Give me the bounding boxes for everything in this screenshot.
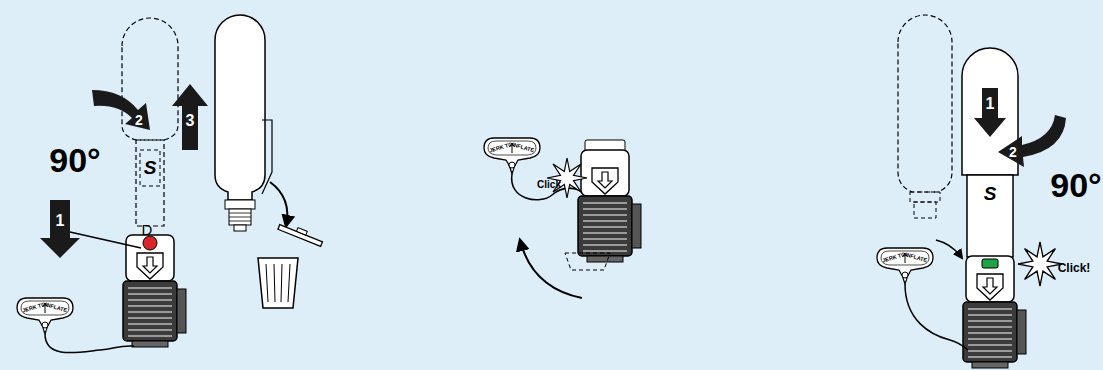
rotate-arrow	[92, 90, 150, 130]
pull-arrow	[520, 240, 582, 298]
lanyard	[905, 284, 968, 350]
trash-can	[258, 258, 298, 308]
handle-text: INFLATE	[44, 302, 67, 314]
step-arrow-up	[172, 84, 208, 150]
red-indicator	[143, 236, 157, 250]
step-number: 2	[135, 113, 143, 127]
cylinder-neck-outline	[136, 140, 164, 226]
handle-text: INFLATE	[511, 142, 534, 154]
cylinder-thread	[229, 209, 251, 225]
angle-label: 90°	[1050, 168, 1101, 202]
click-burst	[547, 158, 587, 198]
discard-arrow	[270, 182, 287, 226]
click-burst	[1018, 242, 1062, 286]
handle-text: JERK TO	[22, 302, 46, 314]
lever-outline	[565, 253, 610, 270]
brand-logo: S	[144, 158, 157, 177]
handle-text: JERK TO	[489, 142, 513, 154]
lanyard	[45, 334, 134, 353]
trash-lid	[278, 221, 324, 247]
logo-frame	[140, 150, 160, 186]
thread-outline	[914, 202, 936, 218]
pointer-arrow	[936, 240, 962, 258]
inflator	[963, 256, 1026, 368]
step-number: 1	[56, 213, 65, 229]
angle-label: 90°	[49, 143, 100, 177]
pull-handle	[484, 138, 540, 174]
leader-line	[70, 232, 141, 248]
step-number: 1	[986, 96, 995, 112]
brand-logo: S	[984, 184, 997, 203]
step-arrow-down	[974, 88, 1006, 137]
step-arrow-down	[40, 200, 80, 258]
lid-plate	[278, 225, 323, 247]
thread-lines	[229, 213, 251, 221]
inflator	[123, 235, 186, 347]
step-number: 2	[1009, 145, 1017, 159]
cylinder-housing	[967, 175, 1013, 257]
new-cylinder-outline	[898, 15, 952, 192]
installed-cylinder	[962, 48, 1018, 175]
pull-handle	[877, 248, 933, 284]
handle-text: INFLATE	[904, 252, 927, 264]
click-label: Click	[537, 180, 561, 190]
step-number: 3	[186, 113, 195, 129]
pull-handle	[17, 298, 73, 334]
collar-outline	[910, 192, 940, 202]
part-letter: D	[142, 222, 153, 237]
click-label: Click!	[1058, 262, 1091, 274]
inflator	[578, 150, 641, 262]
cylinder-nozzle	[234, 225, 246, 231]
cylinder-collar	[225, 200, 255, 209]
lid-knob	[296, 228, 307, 235]
handle-text: JERK TO	[882, 252, 906, 264]
trash-ribs	[266, 264, 290, 302]
rotate-arrow	[998, 115, 1066, 167]
green-indicator	[982, 259, 998, 268]
removed-cylinder	[215, 15, 265, 200]
